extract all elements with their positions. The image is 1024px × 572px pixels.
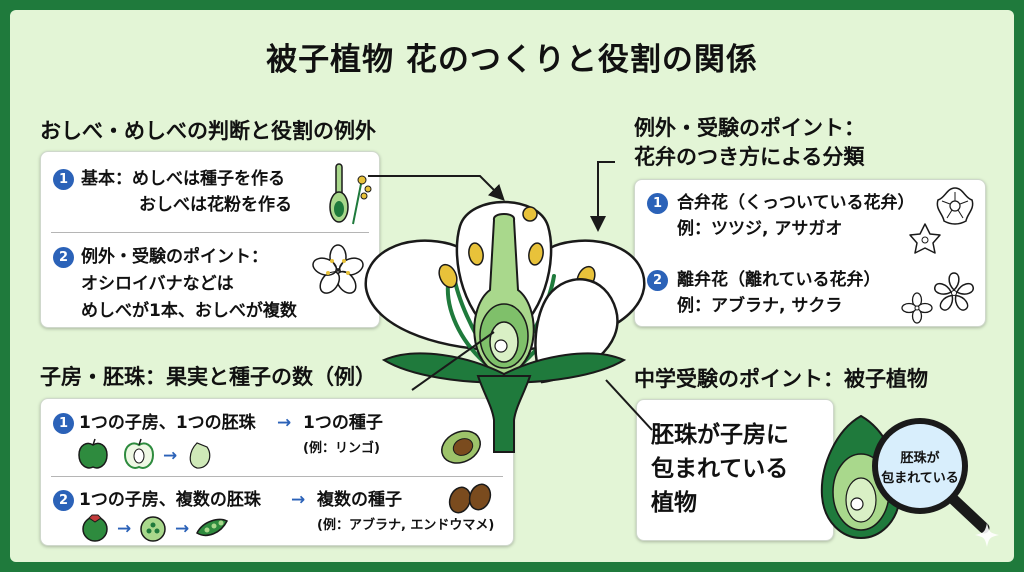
number-badge: 1 [53, 413, 74, 434]
point-card: 胚珠が子房に 包まれている 植物 [636, 399, 834, 541]
page-title: 被子植物 花のつくりと役割の関係 [266, 42, 758, 78]
ovary-heading: 子房・胚珠：果実と種子の数（例） [40, 365, 376, 389]
ovary-card: 1 1つの子房、1つの胚珠 → 1つの種子 (例：リンゴ) → 2 1つの子房、… [40, 398, 514, 546]
card-divider [51, 232, 369, 233]
number-badge: 2 [53, 247, 74, 268]
flower-cross-section-diagram [364, 200, 646, 453]
pea-pod-icon: → → [82, 514, 229, 542]
number-badge: 1 [647, 193, 668, 214]
magnifier-text-1: 胚珠が [900, 451, 940, 466]
exception-text-2: オシロイバナなどは [81, 274, 234, 294]
one-seed-text: 1つの種子 [303, 413, 383, 433]
sympetalous-label: 合弁花（くっついている花弁） [677, 193, 915, 213]
point-text-3: 植物 [651, 490, 697, 516]
point-text-1: 胚珠が子房に [651, 422, 789, 448]
many-seeds-example: (例：アブラナ, エンドウマメ) [317, 518, 495, 533]
arrow-icon: → [291, 490, 306, 510]
svg-text:→: → [163, 446, 177, 466]
basic-rule-text-2: おしべは花粉を作る [139, 195, 292, 215]
one-seed-example: (例：リンゴ) [303, 441, 380, 456]
pistil-icon [329, 163, 372, 225]
svg-text:→: → [175, 519, 189, 539]
choripetalous-label: 離弁花（離れている花弁） [677, 270, 881, 290]
one-ovule-text: 1つの子房、1つの胚珠 [79, 413, 256, 433]
many-seeds-text: 複数の種子 [317, 490, 402, 510]
petal-heading-1: 例外・受験のポイント： [634, 116, 865, 140]
many-ovules-text: 1つの子房、複数の胚珠 [79, 490, 261, 510]
leader-lines [368, 161, 653, 431]
seed-icon [448, 483, 492, 514]
choripetalous-flower-icon [934, 272, 974, 311]
number-badge: 2 [647, 270, 668, 291]
magnifier-text-2: 包まれている [881, 471, 959, 486]
diagram-board: 被子植物 花のつくりと役割の関係 おしべ・めしべの判断と役割の例外 1 基本：め… [10, 10, 1014, 562]
point-heading: 中学受験のポイント：被子植物 [634, 367, 928, 391]
card-divider [51, 476, 503, 477]
magnifier-icon [872, 418, 990, 534]
sympetalous-example: 例：ツツジ, アサガオ [677, 219, 843, 239]
exception-text: 例外・受験のポイント： [81, 247, 268, 267]
sympetalous-flower-icon [909, 223, 941, 254]
svg-text:→: → [117, 519, 131, 539]
sparkle-icon [975, 523, 999, 547]
choripetalous-example: 例：アブラナ, サクラ [677, 296, 843, 316]
arrow-icon: → [277, 413, 292, 433]
number-badge: 2 [53, 490, 74, 511]
point-text-2: 包まれている [651, 456, 789, 482]
petal-card: 1 合弁花（くっついている花弁） 例：ツツジ, アサガオ 2 離弁花（離れている… [634, 179, 986, 327]
sympetalous-flower-icon [936, 187, 974, 225]
petal-heading-2: 花弁のつき方による分類 [634, 145, 865, 169]
apple-icon: → [78, 438, 211, 469]
flower-icon [312, 244, 364, 294]
stamen-pistil-card: 1 基本：めしべは種子を作る おしべは花粉を作る 2 例外・受験のポイント： オ… [40, 151, 380, 328]
stamen-pistil-heading: おしべ・めしべの判断と役割の例外 [40, 119, 376, 143]
number-badge: 1 [53, 169, 74, 190]
basic-rule-text: 基本：めしべは種子を作る [81, 169, 285, 189]
exception-text-3: めしべが1本、おしべが複数 [81, 301, 297, 321]
choripetalous-flower-icon [901, 292, 933, 324]
avocado-seed-icon [441, 430, 481, 464]
